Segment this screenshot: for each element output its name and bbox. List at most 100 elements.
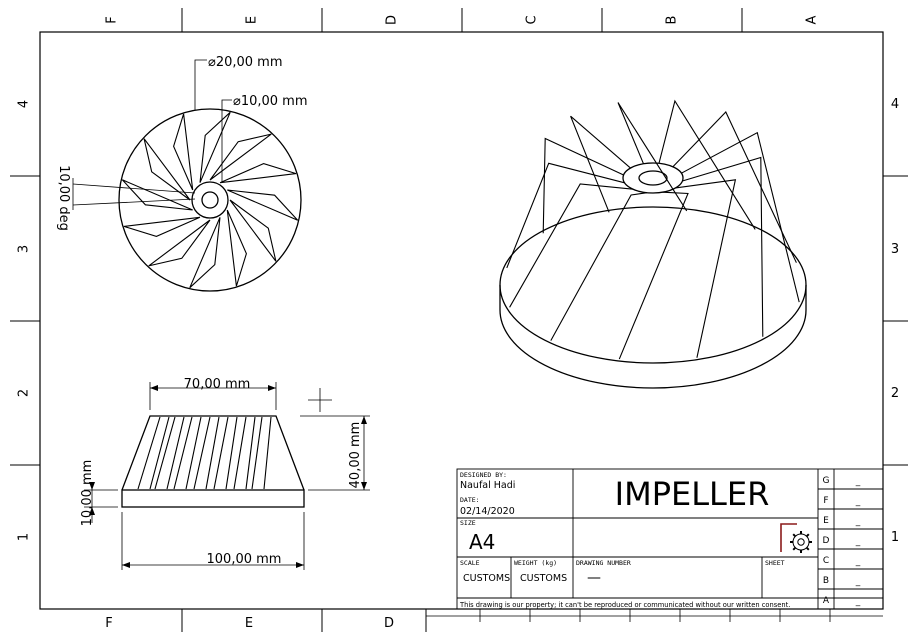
col-label-bottom: D [384, 616, 394, 631]
revision-row-label: G [823, 476, 830, 486]
revision-value: _ [855, 577, 861, 587]
impeller-blade [193, 416, 211, 490]
top-view-dimensions [72, 59, 232, 210]
col-label-top: F [105, 16, 120, 23]
impeller-blade [185, 416, 202, 490]
designed-by-label: DESIGNED BY: [460, 471, 507, 479]
gear-tooth [805, 533, 810, 538]
scale-label: SCALE [460, 559, 480, 567]
impeller-blade [263, 416, 272, 490]
row-label-right: 2 [891, 386, 899, 401]
col-label-top: B [665, 16, 680, 25]
drawing-number-label: DRAWING NUMBER [576, 559, 631, 567]
row-label-left: 3 [17, 245, 32, 253]
weight-label: WEIGHT (kg) [514, 559, 557, 567]
revision-value: _ [855, 597, 861, 607]
revision-value: _ [855, 537, 861, 547]
dim-top-width: 70,00 mm [184, 377, 251, 392]
impeller-blade [226, 209, 247, 287]
drawing-number-value: — [587, 570, 601, 586]
impeller-blade [143, 138, 191, 201]
row-labels-left: 4 3 2 1 [17, 100, 32, 541]
gear-tooth [805, 546, 810, 551]
gear-tooth [792, 533, 797, 538]
bottom-ruler [426, 609, 883, 622]
impeller-blade [233, 416, 247, 490]
revision-table: G F E D C B A _ _ _ _ _ _ _ [823, 476, 861, 607]
revision-row-label: C [823, 556, 829, 566]
impeller-blade [509, 183, 634, 308]
impeller-blade [209, 133, 272, 181]
impeller-blade [121, 179, 193, 211]
date-value: 02/14/2020 [460, 506, 515, 517]
size-label: SIZE [460, 519, 476, 527]
row-labels-right: 4 3 2 1 [891, 97, 899, 545]
impeller-blade [617, 102, 688, 212]
impeller-blade [542, 137, 624, 234]
dim-height: 40,00 mm [348, 422, 363, 489]
dim-base-width: 100,00 mm [207, 552, 282, 567]
title-block [456, 468, 884, 610]
scale-value: CUSTOMS [463, 573, 510, 584]
impeller-blade [550, 192, 648, 341]
impeller-blade [227, 189, 299, 221]
impeller-blade [213, 416, 229, 490]
col-label-bottom: F [105, 616, 112, 631]
row-label-right: 3 [891, 242, 899, 257]
revision-row-label: D [823, 536, 830, 546]
col-label-top: A [805, 15, 820, 24]
impeller-blade [229, 199, 277, 262]
impeller-blade [251, 416, 263, 490]
date-label: DATE: [460, 496, 480, 504]
drawing-title: IMPELLER [615, 475, 770, 513]
revision-row-label: E [823, 516, 829, 526]
impeller-blade [618, 191, 689, 360]
weight-value: CUSTOMS [520, 573, 567, 584]
isometric-view [499, 99, 807, 389]
impeller-blade [154, 416, 176, 490]
impeller-blade [148, 219, 211, 267]
impeller-blade [681, 131, 800, 303]
designer-name: Naufal Hadi [460, 480, 515, 491]
impeller-blade [245, 416, 256, 490]
impeller-blade [189, 217, 221, 289]
impeller-blade [199, 111, 231, 183]
revision-row-label: B [823, 576, 829, 586]
revision-value: _ [855, 477, 861, 487]
row-label-left: 1 [17, 533, 32, 541]
col-label-top: E [245, 16, 260, 24]
impeller-blade [675, 179, 737, 358]
gear-logo-icon [780, 523, 812, 553]
impeller-blade [173, 416, 193, 490]
impeller-blade [506, 162, 625, 269]
dim-base-thickness: 10,00 mm [80, 460, 95, 527]
row-label-right: 4 [891, 97, 899, 112]
dimension-arrows [89, 385, 367, 568]
impeller-blade [658, 99, 756, 230]
column-labels-bottom: F E D [105, 616, 394, 631]
impeller-blade [166, 416, 185, 490]
dim-outer-diameter: ⌀20,00 mm [208, 55, 283, 70]
col-label-bottom: E [245, 616, 253, 631]
gear-tooth [792, 546, 797, 551]
dim-inner-diameter: ⌀10,00 mm [233, 94, 308, 109]
revision-value: _ [855, 517, 861, 527]
col-label-top: D [385, 15, 400, 25]
impeller-blade [672, 111, 797, 263]
row-label-left: 4 [17, 100, 32, 108]
dim-angle: 10,00 deg [56, 165, 71, 231]
disclaimer: This drawing is our property; it can't b… [459, 601, 790, 609]
impeller-blade [225, 416, 238, 490]
impeller-blade [570, 115, 631, 213]
impeller-blade [682, 156, 764, 337]
impeller-blade [123, 216, 201, 237]
column-labels-top: F E D C B A [105, 15, 820, 25]
size-value: A4 [469, 530, 495, 554]
top-view [118, 108, 302, 292]
impeller-blade [219, 163, 297, 184]
row-label-left: 2 [17, 389, 32, 397]
revision-row-label: A [823, 596, 830, 606]
side-view-dimensions [84, 382, 370, 570]
impeller-blade [137, 416, 161, 490]
